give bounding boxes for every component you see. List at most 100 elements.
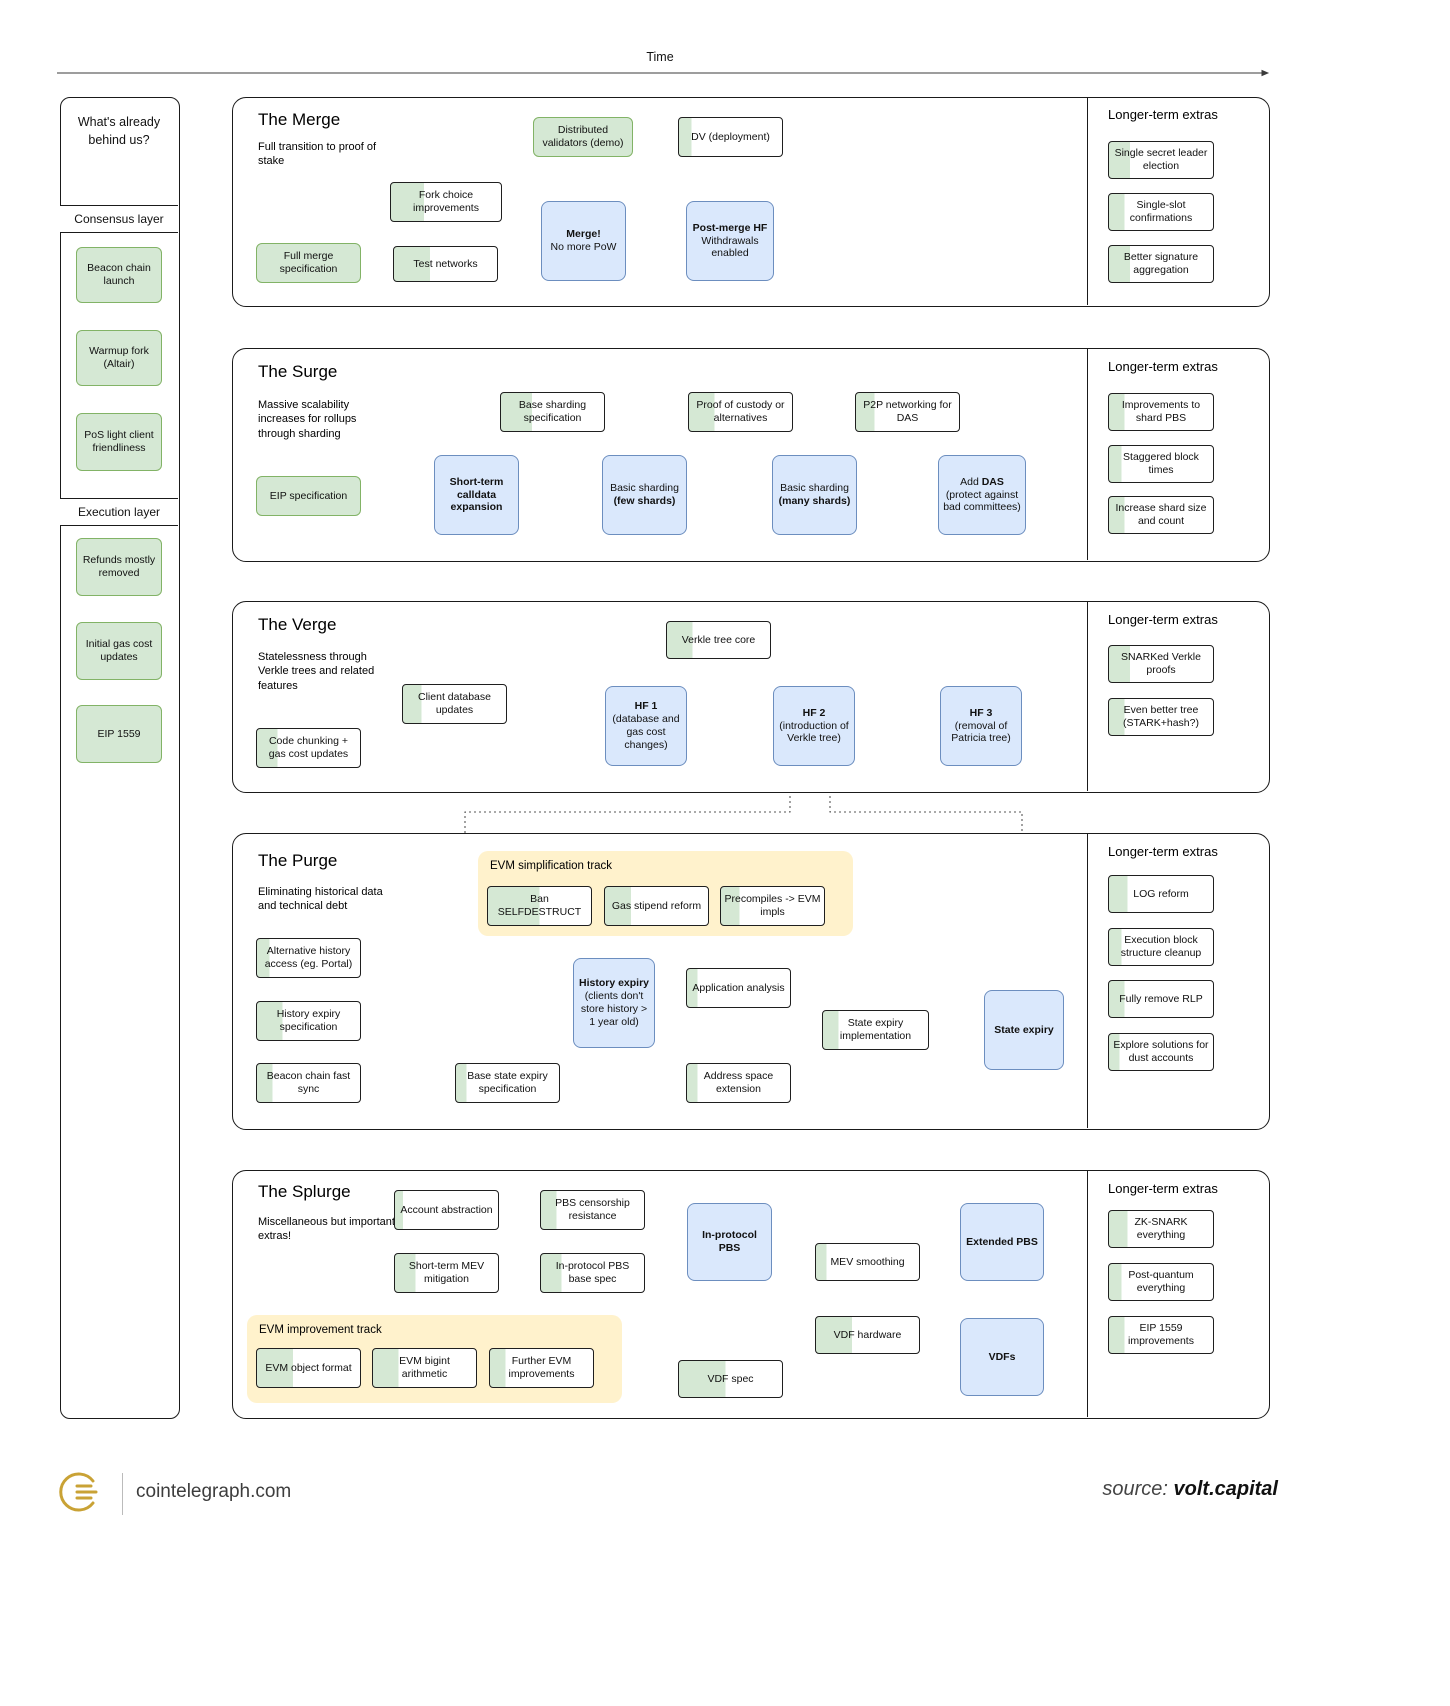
node-precompiles-evm-impls: Precompiles -> EVM impls [720, 886, 825, 926]
node-address-space-extension: Address space extension [686, 1063, 791, 1103]
node-mev-smoothing: MEV smoothing [815, 1243, 920, 1281]
node-alternative-history-access: Alternative history access (eg. Portal) [256, 938, 361, 978]
node-vdf-hardware: VDF hardware [815, 1316, 920, 1354]
sidebar-item-beacon-chain-launch: Beacon chain launch [76, 247, 162, 303]
node-vdfs: VDFs [960, 1318, 1044, 1396]
node-base-sharding-spec: Base sharding specification [500, 392, 605, 432]
node-verkle-tree-core: Verkle tree core [666, 621, 771, 659]
footer-divider [122, 1473, 123, 1515]
history-expiry-sub: (clients don't store history > 1 year ol… [580, 990, 648, 1028]
verge-title: The Verge [258, 615, 337, 634]
node-fork-choice-improvements: Fork choice improvements [390, 182, 502, 222]
node-dv-deployment: DV (deployment) [678, 117, 783, 157]
extra-eip1559-improvements: EIP 1559 improvements [1108, 1316, 1214, 1354]
history-expiry-title: History expiry [578, 977, 650, 990]
surge-description: Massive scalability increases for rollup… [258, 399, 357, 440]
extra-staggered-block-times: Staggered block times [1108, 445, 1214, 483]
node-further-evm-improvements: Further EVM improvements [489, 1348, 594, 1388]
evm-simplification-track-title: EVM simplification track [490, 860, 613, 872]
node-beacon-chain-fast-sync: Beacon chain fast sync [256, 1063, 361, 1103]
node-history-expiry: History expiry (clients don't store hist… [573, 958, 655, 1048]
node-hf2: HF 2 (introduction of Verkle tree) [773, 686, 855, 766]
cointelegraph-logo-icon [59, 1472, 98, 1512]
extra-even-better-tree: Even better tree (STARK+hash?) [1108, 698, 1214, 736]
basic-sharding-many-sub: (many shards) [778, 495, 851, 507]
node-add-das: Add DAS (protect against bad committees) [938, 455, 1026, 535]
node-client-database-updates: Client database updates [402, 684, 507, 724]
extra-log-reform: LOG reform [1108, 875, 1214, 913]
time-axis-label: Time [646, 50, 674, 64]
node-account-abstraction: Account abstraction [394, 1190, 499, 1230]
extra-single-slot-confirmations: Single-slot confirmations [1108, 193, 1214, 231]
hf3-title: HF 3 [969, 706, 993, 719]
merge-title: The Merge [258, 110, 341, 129]
node-post-merge-hf: Post-merge HF Withdrawals enabled [686, 201, 774, 281]
basic-sharding-few-title: Basic sharding [610, 482, 679, 495]
extra-post-quantum-everything: Post-quantum everything [1108, 1263, 1214, 1301]
purge-extras-divider [1087, 833, 1088, 1128]
sidebar-item-refunds-removed: Refunds mostly removed [76, 538, 162, 596]
sidebar-item-pos-light-client: PoS light client friendliness [76, 413, 162, 471]
node-pbs-censorship-resistance: PBS censorship resistance [540, 1190, 645, 1230]
node-code-chunking: Code chunking + gas cost updates [256, 728, 361, 768]
splurge-extras-title: Longer-term extras [1108, 1181, 1218, 1196]
verge-description: Statelessness through Verkle trees and r… [258, 651, 375, 692]
extra-zk-snark-everything: ZK-SNARK everything [1108, 1210, 1214, 1248]
sidebar-title: What's already behind us? [77, 115, 161, 148]
sidebar-section-consensus-layer: Consensus layer [60, 205, 178, 233]
merge-description: Full transition to proof of stake [258, 141, 377, 168]
merge-milestone-title: Merge! [566, 228, 601, 241]
extra-single-secret-leader-election: Single secret leader election [1108, 141, 1214, 179]
merge-extras-divider [1087, 97, 1088, 305]
verge-extras-divider [1087, 601, 1088, 791]
basic-sharding-few-sub: (few shards) [613, 495, 676, 507]
node-evm-bigint-arithmetic: EVM bigint arithmetic [372, 1348, 477, 1388]
source-attribution: source: volt.capital [778, 1478, 1278, 1501]
sidebar-item-eip-1559: EIP 1559 [76, 705, 162, 763]
post-merge-hf-title: Post-merge HF [692, 221, 768, 234]
node-eip-specification: EIP specification [256, 476, 361, 516]
hf2-sub: (introduction of Verkle tree) [779, 719, 849, 745]
extra-increase-shard-size: Increase shard size and count [1108, 496, 1214, 534]
node-extended-pbs: Extended PBS [960, 1203, 1044, 1281]
splurge-description: Miscellaneous but important extras! [258, 1216, 395, 1243]
verge-extras-title: Longer-term extras [1108, 612, 1218, 627]
sidebar-item-warmup-fork-altair: Warmup fork (Altair) [76, 330, 162, 386]
node-application-analysis: Application analysis [686, 968, 791, 1008]
node-vdf-spec: VDF spec [678, 1360, 783, 1398]
footer-site-text: cointelegraph.com [136, 1481, 292, 1502]
add-das-sub: (protect against bad committees) [943, 488, 1021, 514]
hf3-sub: (removal of Patricia tree) [951, 719, 1011, 745]
merge-extras-title: Longer-term extras [1108, 107, 1218, 122]
hf1-title: HF 1 [634, 700, 658, 713]
node-full-merge-specification: Full merge specification [256, 243, 361, 283]
evm-improvement-track-title: EVM improvement track [259, 1324, 382, 1336]
node-basic-sharding-many: Basic sharding (many shards) [772, 455, 857, 535]
surge-extras-title: Longer-term extras [1108, 359, 1218, 374]
merge-milestone-sub: No more PoW [550, 241, 617, 253]
node-evm-object-format: EVM object format [256, 1348, 361, 1388]
post-merge-hf-sub: Withdrawals enabled [701, 234, 759, 260]
extra-better-signature-aggregation: Better signature aggregation [1108, 245, 1214, 283]
basic-sharding-many-title: Basic sharding [780, 482, 849, 495]
node-test-networks: Test networks [393, 246, 498, 282]
node-base-state-expiry-spec: Base state expiry specification [455, 1063, 560, 1103]
node-distributed-validators-demo: Distributed validators (demo) [533, 117, 633, 157]
node-proof-of-custody: Proof of custody or alternatives [688, 392, 793, 432]
surge-extras-divider [1087, 348, 1088, 560]
extra-improvements-shard-pbs: Improvements to shard PBS [1108, 393, 1214, 431]
hf1-sub: (database and gas cost changes) [612, 713, 680, 751]
node-gas-stipend-reform: Gas stipend reform [604, 886, 709, 926]
purge-title: The Purge [258, 851, 338, 870]
node-basic-sharding-few: Basic sharding (few shards) [602, 455, 687, 535]
section-surge-panel [232, 348, 1270, 562]
node-short-term-mev-mitigation: Short-term MEV mitigation [394, 1253, 499, 1293]
extra-fully-remove-rlp: Fully remove RLP [1108, 980, 1214, 1018]
splurge-extras-divider [1087, 1170, 1088, 1417]
add-das-title: Add DAS [960, 475, 1004, 488]
extra-dust-accounts: Explore solutions for dust accounts [1108, 1033, 1214, 1071]
node-p2p-networking-das: P2P networking for DAS [855, 392, 960, 432]
purge-description: Eliminating historical data and technica… [258, 886, 383, 913]
splurge-title: The Splurge [258, 1182, 351, 1201]
